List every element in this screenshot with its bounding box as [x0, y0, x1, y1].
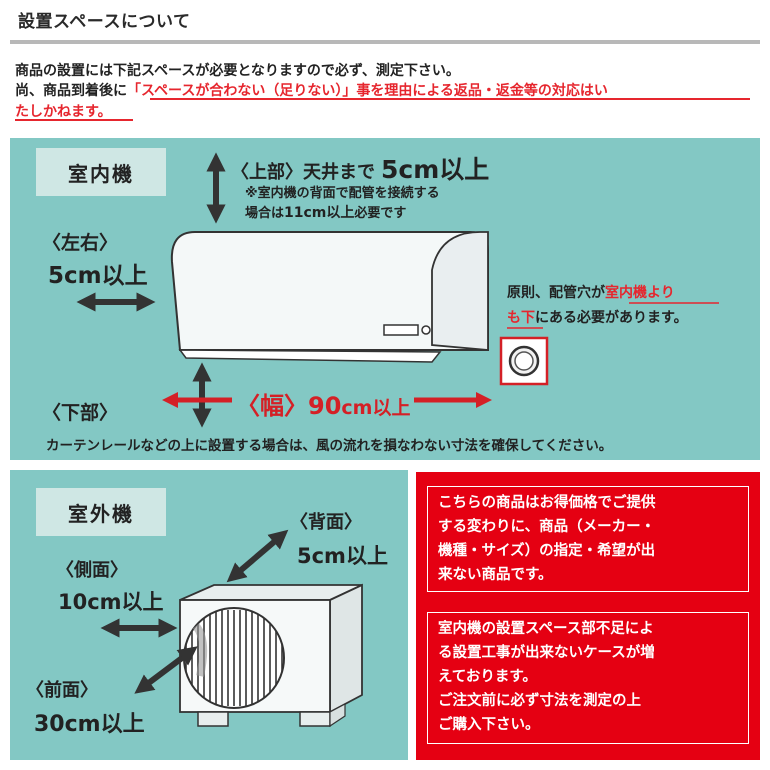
pipe-note-1: 原則、配管穴が室内機より [507, 282, 675, 302]
top-note-2-suffix: 必要です [354, 206, 407, 221]
title-divider [10, 40, 760, 44]
top-clearance-value: 5cm以上 [381, 155, 490, 184]
width-label: 〈幅〉90 [236, 392, 342, 420]
back-clearance-label: 〈背面〉 [290, 512, 362, 533]
pipe-note-1-prefix: 原則、配管穴が [507, 285, 605, 301]
intro-line-2: 尚、商品到着後に「スペースが合わない（足りない）」事を理由による返品・返金等の対… [15, 80, 608, 100]
top-note-2: 場合は11cm以上必要です [245, 202, 406, 222]
intro-line-2-warning: 「スペースが合わない（足りない）」事を理由による返品・返金等の対応はい [127, 83, 608, 99]
indoor-unit-body [170, 231, 489, 363]
notice-box-price: こちらの商品はお得価格でご提供 する変わりに、商品（メーカー・ 機種・サイズ）の… [427, 486, 749, 592]
front-clearance-arrow [134, 646, 198, 694]
notice-install-line: えております。 [438, 669, 537, 685]
top-note-2-prefix: 場合は [245, 206, 285, 221]
width-unit: cm以上 [341, 397, 411, 419]
top-clearance-label: 〈上部〉天井まで [231, 162, 375, 183]
side-clearance-value: 5cm以上 [48, 263, 148, 289]
outdoor-unit-body [179, 583, 363, 728]
side-clearance-label: 〈左右〉 [42, 232, 119, 254]
warning-underline-1 [150, 98, 750, 100]
intro-line-1: 商品の設置には下記スペースが必要となりますので必ず、測定下さい。 [15, 63, 460, 79]
side-clearance-value-outdoor: 10cm以上 [58, 590, 164, 614]
notice-panel [416, 472, 760, 760]
notice-install-line: ご購入下さい。 [438, 717, 540, 733]
bottom-clearance-label: 〈下部〉 [42, 402, 119, 424]
top-note-1: ※室内機の背面で配管を接続する [245, 186, 440, 201]
back-clearance-value: 5cm以上 [297, 544, 388, 568]
outdoor-unit-tag: 室外機 [36, 488, 166, 536]
page-title: 設置スペースについて [18, 12, 191, 32]
top-clearance: 〈上部〉天井まで 5cm以上 [231, 150, 489, 186]
intro-line-3-warning: たしかねます。 [15, 104, 112, 120]
width-clearance: 〈幅〉90cm以上 [232, 386, 415, 421]
indoor-unit-tag: 室内機 [36, 148, 166, 196]
curtain-note: カーテンレールなどの上に設置する場合は、風の流れを損なわない寸法を確保してくださ… [46, 438, 613, 454]
intro-line-2-prefix: 尚、商品到着後に [15, 83, 127, 99]
front-clearance-label: 〈前面〉 [26, 680, 98, 701]
notice-box-install: 室内機の設置スペース部不足によ る設置工事が出来ないケースが増 えております。 … [427, 612, 749, 744]
notice-install-line: 室内機の設置スペース部不足によ [438, 621, 654, 637]
notice-install-line: る設置工事が出来ないケースが増 [438, 645, 655, 661]
back-clearance-arrow [226, 529, 289, 583]
pipe-note-2: も下にある必要があります。 [507, 307, 688, 327]
notice-install-line: ご注文前に必ず寸法を測定の上 [438, 693, 641, 709]
front-clearance-value: 30cm以上 [34, 712, 145, 737]
side-clearance-label-outdoor: 〈側面〉 [56, 560, 128, 581]
notice-price-line: 来ない商品です。 [438, 567, 553, 583]
pipe-note-2-suffix: にある必要があります。 [535, 310, 688, 326]
notice-price-line: する変わりに、商品（メーカー・ [438, 519, 656, 535]
notice-price-line: こちらの商品はお得価格でご提供 [438, 495, 656, 511]
pipe-note-1-highlight: 室内機より [605, 285, 675, 301]
warning-underline-2 [15, 119, 133, 121]
notice-price-line: 機種・サイズ）の指定・希望が出 [438, 543, 656, 559]
top-note-2-value: 11cm以上 [284, 205, 355, 221]
pipe-note-2-highlight: も下 [507, 310, 535, 326]
